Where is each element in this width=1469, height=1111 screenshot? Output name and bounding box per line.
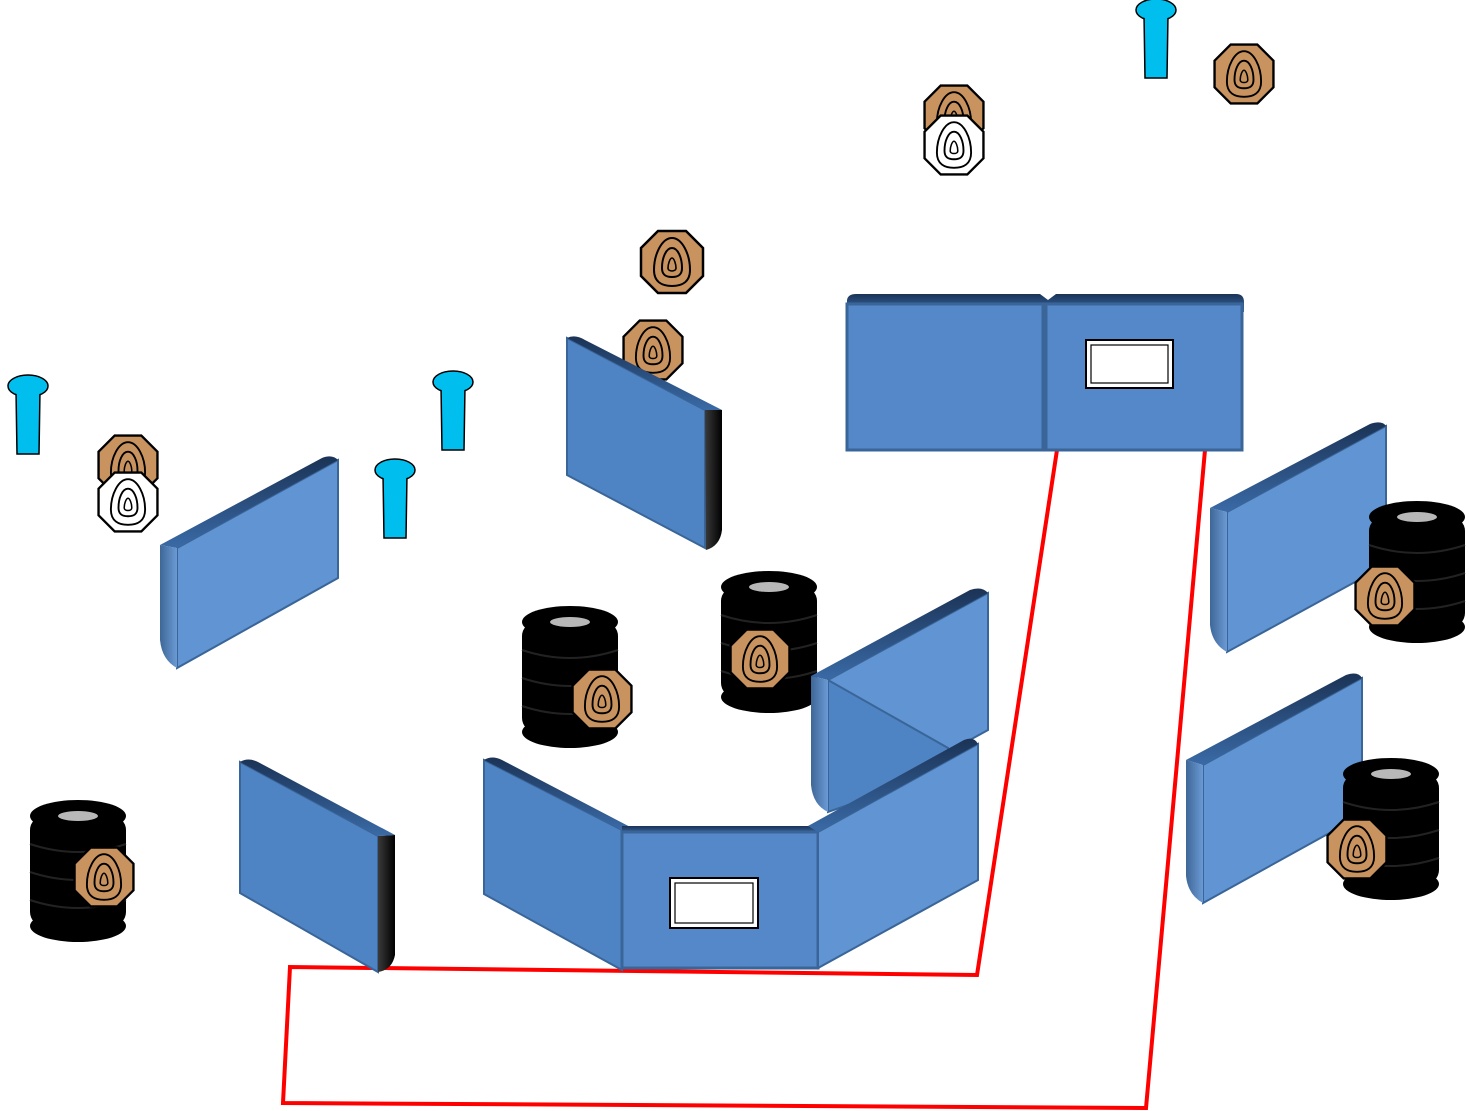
tan-target-icon (571, 668, 633, 730)
tan-target-icon (1354, 565, 1416, 627)
steel-popper-icon (374, 458, 416, 539)
fault-line (280, 449, 1207, 1111)
barricade-wall-top (845, 294, 1244, 452)
barricade-wall-bottom-left (239, 759, 395, 974)
steel-popper-icon (1135, 0, 1177, 79)
shooting-port-icon (1085, 339, 1174, 389)
tan-target-icon (729, 628, 791, 690)
shooting-port-icon (669, 877, 759, 929)
tan-target-icon (1213, 43, 1275, 105)
no-shoot-target-icon (923, 114, 985, 176)
barricade-wall-right-lower (1186, 673, 1363, 905)
tan-target-icon (1326, 818, 1388, 880)
barricade-wall-right-upper (1210, 422, 1387, 654)
barricade-wall-left (160, 456, 339, 670)
barricade-wall-upper-middle (566, 336, 722, 550)
barricade-wall-bottom (483, 738, 979, 972)
tan-target-icon (73, 846, 135, 908)
tan-target-icon (639, 229, 705, 295)
steel-popper-icon (432, 370, 474, 451)
steel-popper-icon (7, 374, 49, 455)
no-shoot-target-icon (97, 471, 159, 533)
